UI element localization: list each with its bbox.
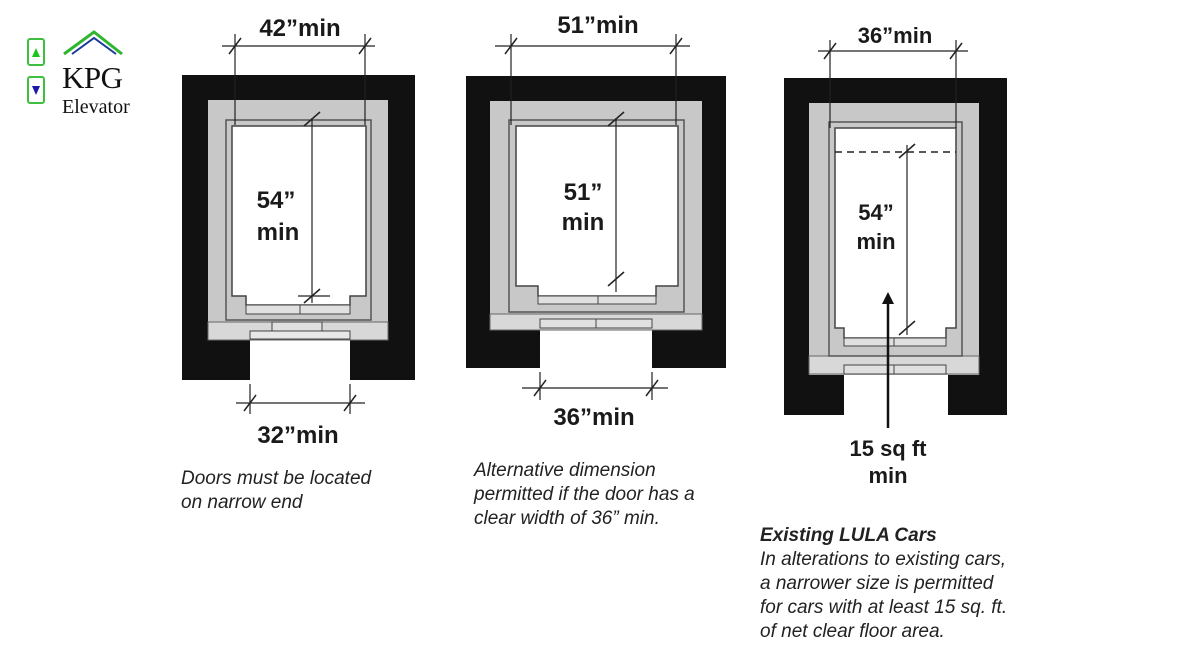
door-width-label: 32”min: [257, 422, 338, 449]
tick-mark: [243, 394, 257, 412]
car-floor: [231, 125, 367, 306]
caption-line: In alterations to existing cars,: [760, 549, 1007, 570]
caption-line: of net clear floor area.: [760, 621, 945, 642]
tick-mark: [533, 379, 547, 397]
car-outline: [508, 119, 685, 313]
down-arrow-icon: [27, 76, 45, 104]
caption-line: permitted if the door has a: [474, 484, 695, 505]
logo-name: KPG: [62, 60, 123, 95]
width-label: 42”min: [259, 15, 340, 42]
depth-label: 54”: [858, 200, 893, 225]
depth-label-unit: min: [257, 219, 300, 246]
hoistway-door-panel: [595, 318, 653, 329]
depth-label-unit: min: [856, 229, 895, 254]
depth-label-unit: min: [562, 209, 605, 236]
door-width-label: 36”min: [553, 404, 634, 431]
door-frame: [249, 330, 351, 340]
diagram-standard-car: 42”min 54” min 32”min: [182, 15, 415, 449]
door-panel-left: [537, 295, 599, 305]
diagram-alternative-car: 51”min 51” min 36”min: [466, 12, 726, 431]
tick-mark: [358, 37, 372, 55]
door-panel-right: [597, 295, 657, 305]
width-label: 51”min: [557, 12, 638, 39]
tick-mark: [607, 271, 625, 287]
tick-mark: [669, 37, 683, 55]
hoistway-door-opening: [540, 330, 652, 372]
kpg-elevator-logo: KPG Elevator: [22, 28, 142, 118]
tick-mark: [949, 42, 963, 60]
depth-label: 51”: [564, 179, 603, 206]
caption-line: a narrower size is permitted: [760, 573, 994, 594]
tick-mark: [898, 320, 916, 336]
car-outline: [225, 119, 372, 321]
hoistway-door-panel: [539, 318, 597, 329]
door-panel-left: [245, 304, 301, 315]
car-outline: [828, 121, 963, 357]
tick-mark: [645, 379, 659, 397]
hoistway-door-panel: [843, 364, 895, 375]
hoistway-door-panel: [893, 364, 947, 375]
caption-standard-car: Doors must be located on narrow end: [181, 467, 371, 515]
roof-icon: [63, 30, 123, 56]
hoistway-door-opening: [844, 374, 948, 418]
depth-label: 54”: [257, 187, 296, 214]
area-label: 15 sq ft: [849, 436, 927, 461]
width-label: 36”min: [858, 23, 933, 48]
arrow-up-icon: [882, 292, 894, 304]
caption-line: for cars with at least 15 sq. ft.: [760, 597, 1008, 618]
caption-lula-car: Existing LULA Cars In alterations to exi…: [760, 524, 1007, 644]
diagram-lula-car: 36”min 54” min 15 sq ft min: [784, 23, 1007, 488]
caption-title: Existing LULA Cars: [760, 525, 937, 546]
caption-line: on narrow end: [181, 492, 303, 513]
logo-subtitle: Elevator: [62, 96, 130, 118]
caption-alternative-car: Alternative dimension permitted if the d…: [474, 459, 695, 531]
door-panel-right: [893, 337, 947, 347]
tick-mark: [607, 111, 625, 127]
caption-line: Alternative dimension: [474, 460, 656, 481]
door-panel-right: [299, 304, 351, 315]
tick-mark: [303, 111, 321, 127]
hoistway-door-panel: [271, 321, 323, 332]
door-panel-left: [843, 337, 895, 347]
caption-line: clear width of 36” min.: [474, 508, 660, 529]
tick-mark: [228, 37, 242, 55]
caption-line: Doors must be located: [181, 468, 372, 489]
tick-mark: [898, 143, 916, 159]
up-arrow-icon: [27, 38, 45, 66]
tick-mark: [823, 42, 837, 60]
area-label-unit: min: [868, 463, 907, 488]
tick-mark: [343, 394, 357, 412]
hoistway-door-opening: [250, 338, 350, 383]
tick-mark: [504, 37, 518, 55]
